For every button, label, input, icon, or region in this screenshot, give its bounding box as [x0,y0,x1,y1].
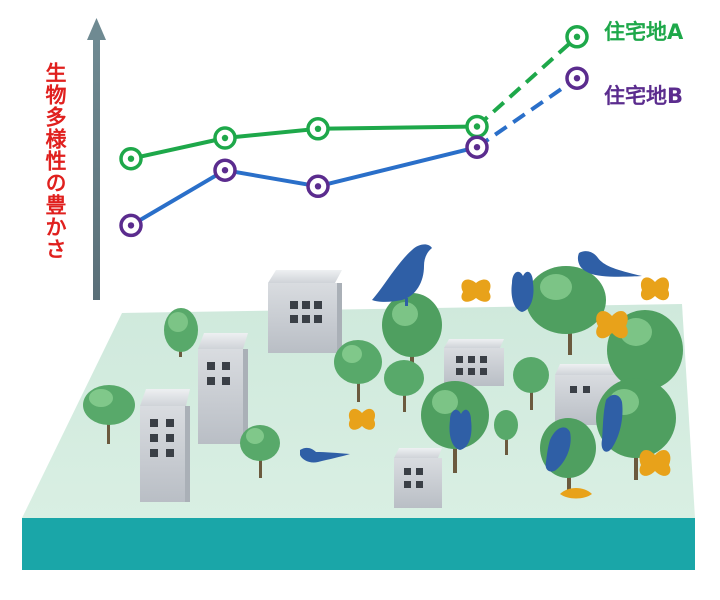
building [268,270,342,353]
butterfly [640,277,670,301]
birds [300,244,642,472]
series-b-point [306,174,330,199]
legend-series-a: 住宅地A [604,20,684,44]
platform-front-edge [22,518,695,570]
series-b-segment [475,76,579,149]
buildings [140,270,619,508]
series-b-segment [224,168,319,189]
series-b-point [565,66,589,90]
series-b-segment [317,145,478,189]
series-a-segment [130,136,226,161]
butterflies [348,277,671,499]
tree [494,410,518,455]
tree [334,340,382,402]
series-b-segment [129,168,227,228]
series-a-segment [224,126,319,140]
bird-owl [511,271,534,312]
butterfly [560,488,592,499]
y-axis-line [93,38,100,300]
bird-perched [545,427,571,472]
series-a-point [306,117,330,141]
bird-owl [449,409,472,450]
series-b-point [465,135,489,159]
butterfly [461,279,491,302]
series-a-point [465,114,489,139]
building [394,448,442,508]
bird-perched [601,394,623,452]
tree [240,425,280,478]
tree [164,308,198,357]
bird-hawk [372,244,432,306]
tree [526,266,606,355]
y-axis-label: 生物多様性の豊かさ [43,62,67,260]
butterfly [596,311,628,339]
series-a-segment [317,124,478,131]
butterfly [348,408,376,430]
tree [513,357,549,410]
series-a-point [119,146,143,171]
tree [382,293,442,380]
bird-perched [577,251,642,277]
y-axis-arrow [87,18,106,300]
bird-ground [300,447,350,463]
series-a-segment [475,35,579,128]
building [140,389,190,502]
series-a-point [565,25,589,49]
butterfly [639,450,671,476]
series-b-point [213,158,237,182]
y-axis-arrowhead [87,18,106,40]
building [198,333,248,444]
series-a-point [213,126,237,150]
building [444,339,504,386]
chart-plot-area [119,25,589,238]
tree [384,360,424,412]
tree [83,385,135,444]
legend-series-b: 住宅地B [604,84,684,108]
series-b-point [119,213,143,238]
